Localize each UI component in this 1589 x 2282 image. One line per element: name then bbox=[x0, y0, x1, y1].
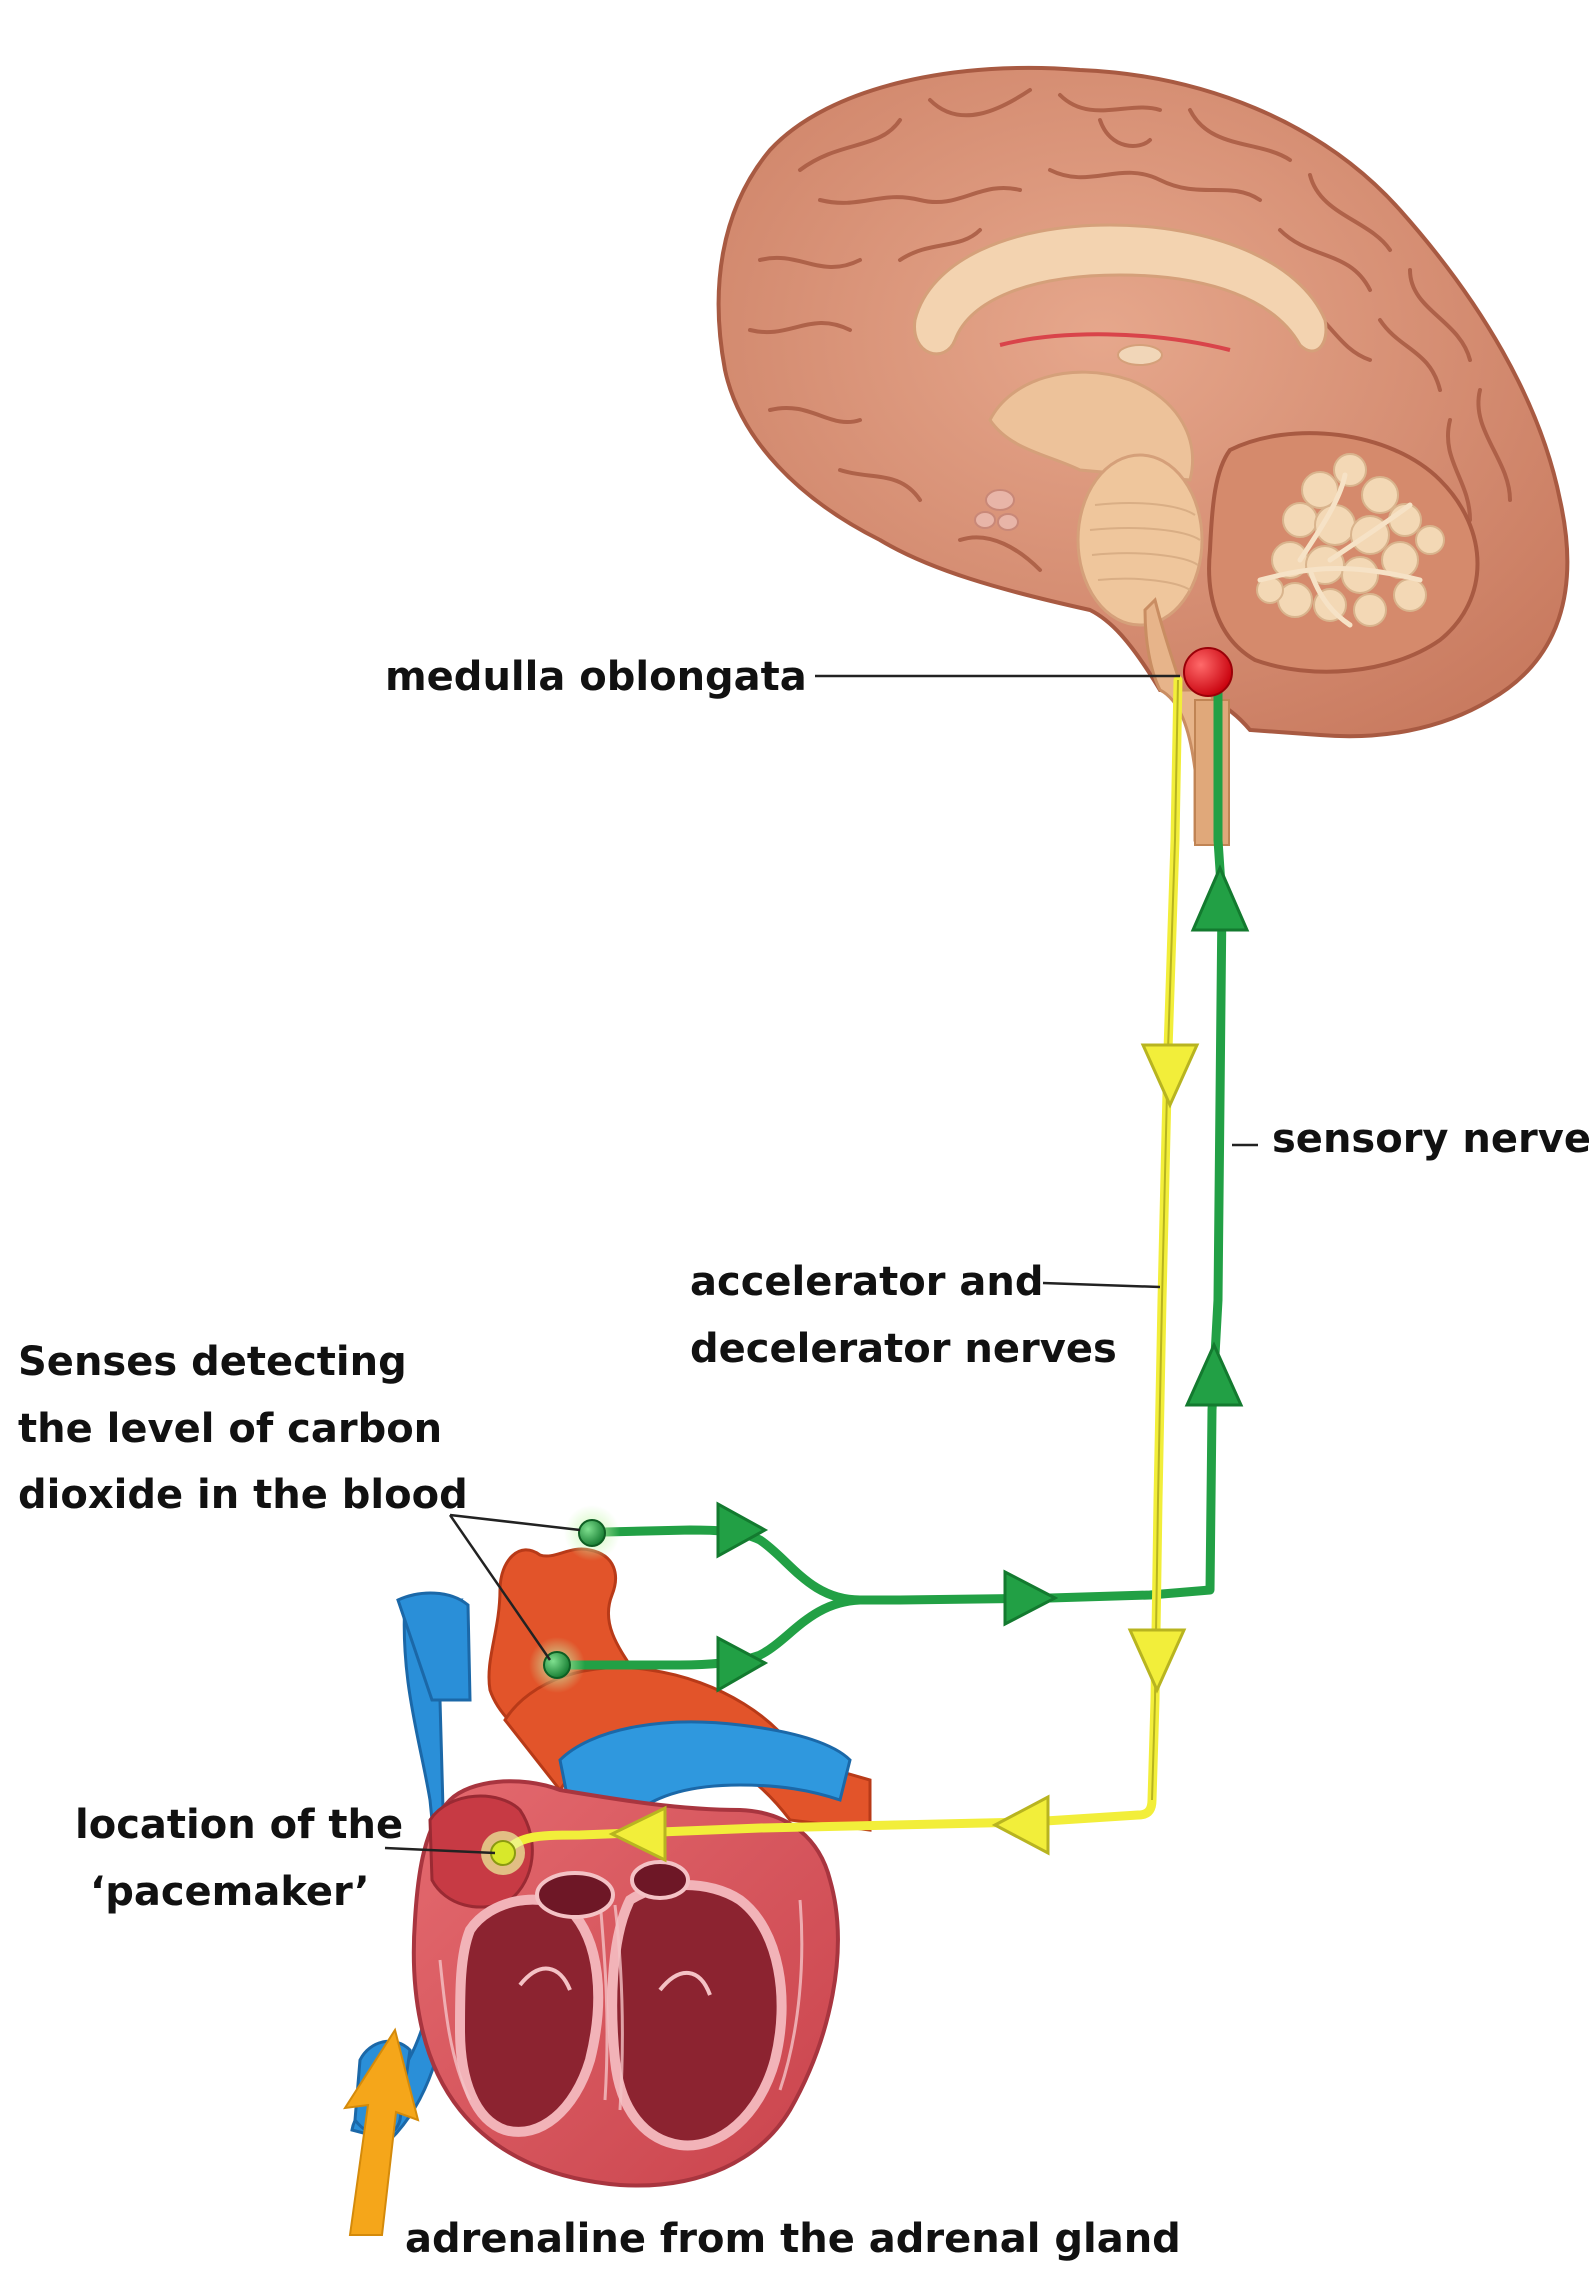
label-senses-line1: Senses detecting bbox=[18, 1339, 407, 1385]
label-medulla-oblongata: medulla oblongata bbox=[385, 654, 807, 700]
label-senses-line3: dioxide in the blood bbox=[18, 1472, 468, 1518]
label-pacemaker-line1: location of the bbox=[75, 1802, 403, 1848]
label-accelerator-line2: decelerator nerves bbox=[690, 1326, 1117, 1372]
adrenaline-arrow bbox=[342, 2027, 420, 2236]
sensory-nerve-arrows bbox=[716, 864, 1250, 1693]
label-accelerator-line1: accelerator and bbox=[690, 1259, 1043, 1305]
label-senses-line2: the level of carbon bbox=[18, 1406, 442, 1452]
brain-illustration bbox=[716, 65, 1570, 846]
label-pacemaker-line2: ‘pacemaker’ bbox=[90, 1869, 370, 1915]
label-sensory-nerve: sensory nerve bbox=[1272, 1116, 1589, 1162]
pacemaker-dot bbox=[481, 1831, 525, 1875]
heart-illustration bbox=[350, 1547, 872, 2188]
medulla-oblongata-dot bbox=[1183, 647, 1233, 697]
sensory-nerve-path bbox=[555, 670, 1227, 1670]
label-adrenaline: adrenaline from the adrenal gland bbox=[405, 2216, 1181, 2262]
motor-nerve-arrows bbox=[608, 1043, 1200, 1863]
leader-lines bbox=[384, 674, 1258, 1855]
